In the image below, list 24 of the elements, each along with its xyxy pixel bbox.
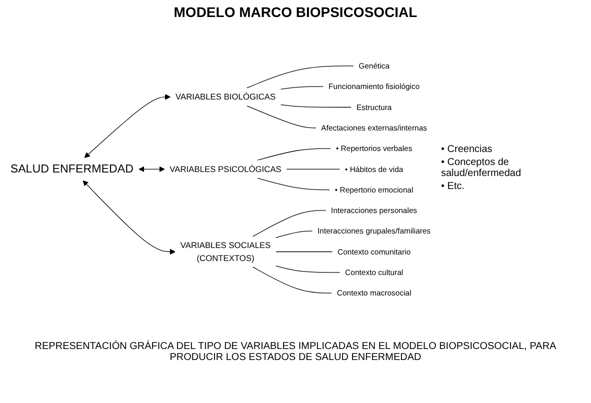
- connector: [256, 148, 332, 161]
- connector: [246, 66, 354, 88]
- list-item: • Creencias: [441, 144, 494, 155]
- arrow: [82, 180, 176, 255]
- node-text: SALUD ENFERMEDAD: [10, 162, 134, 176]
- node-text: VARIABLES SOCIALES (CONTEXTOS): [180, 240, 271, 263]
- connector: [252, 210, 326, 237]
- connector: [252, 266, 332, 294]
- connector: [280, 104, 352, 108]
- list-item: • Etc.: [441, 181, 466, 192]
- caption: REPRESENTACIÓN GRÁFICA DEL TIPO DE VARIABLES IMPLICADAS EN EL MODELO BIOPSICOSOCIAL, PARA PRODUCIR LOS ESTADOS DE SALUD ENFERMEDAD: [34, 341, 558, 363]
- connector: [276, 265, 340, 273]
- connector: [286, 168, 340, 170]
- connector: [276, 230, 313, 238]
- arrow: [138, 166, 165, 172]
- connector: [276, 251, 333, 252]
- connector: [256, 178, 330, 190]
- connector: [280, 86, 324, 90]
- node-text: VARIABLES PSICOLÓGICAS: [170, 164, 282, 174]
- connector: [246, 105, 316, 128]
- node-text: VARIABLES BIOLÓGICAS: [176, 92, 276, 102]
- arrow: [84, 94, 171, 158]
- list-item: • Conceptos de salud/enfermedad: [441, 157, 522, 179]
- diagram-title: MODELO MARCO BIOPSICOSOCIAL: [172, 4, 418, 20]
